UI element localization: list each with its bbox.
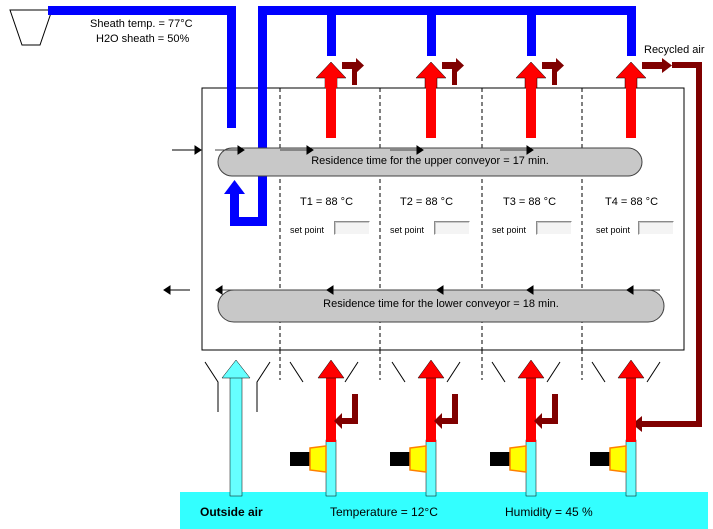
burner-icon xyxy=(390,452,410,466)
zone-1-temp: T1 = 88 °C xyxy=(300,196,354,208)
upper-conveyor xyxy=(217,147,643,177)
heater-columns xyxy=(290,359,645,497)
sheath-pipe xyxy=(48,6,636,226)
zone-4-setpoint-label: set point xyxy=(596,225,631,235)
sheath-temp-label: Sheath temp. = 77°C xyxy=(90,18,193,30)
upper-conveyor-label: Residence time for the upper conveyor = … xyxy=(311,155,549,167)
zone-2-setpoint-input[interactable] xyxy=(434,221,470,235)
sheath-hopper-icon xyxy=(9,9,53,46)
inlet-vanes xyxy=(204,361,661,412)
outside-temperature-label: Temperature = 12°C xyxy=(330,505,438,519)
lower-conveyor-label: Residence time for the lower conveyor = … xyxy=(323,298,559,310)
outside-air-bar xyxy=(180,492,708,529)
burner-icon xyxy=(290,452,310,466)
recycled-air-duct xyxy=(632,62,702,432)
exhaust-arrows xyxy=(315,61,647,89)
arrow-up-icon xyxy=(417,359,445,379)
zone-3-setpoint-input[interactable] xyxy=(536,221,572,235)
arrow-up-icon xyxy=(617,359,645,379)
zone-2-temp: T2 = 88 °C xyxy=(400,196,454,208)
conveyor-direction-arrows xyxy=(163,145,660,295)
burner-icon xyxy=(490,452,510,466)
outside-air-label: Outside air xyxy=(200,505,263,519)
zone-4-temp: T4 = 88 °C xyxy=(605,196,659,208)
zone-3-setpoint-label: set point xyxy=(492,225,527,235)
arrow-up-icon xyxy=(415,61,447,89)
zone-2-setpoint-label: set point xyxy=(390,225,425,235)
arrow-up-icon xyxy=(515,61,547,89)
zone-4-setpoint-input[interactable] xyxy=(638,221,674,235)
recycled-air-label: Recycled air xyxy=(644,44,705,56)
arrow-up-icon xyxy=(615,61,647,89)
burner-icon xyxy=(590,452,610,466)
arrow-up-icon xyxy=(317,359,345,379)
zone-3-temp: T3 = 88 °C xyxy=(503,196,557,208)
outside-air-arrow xyxy=(221,359,251,497)
arrow-up-icon xyxy=(517,359,545,379)
zone-1-setpoint-label: set point xyxy=(290,225,325,235)
outside-humidity-label: Humidity = 45 % xyxy=(505,505,593,519)
zone-1-setpoint-input[interactable] xyxy=(334,221,370,235)
sheath-h2o-label: H2O sheath = 50% xyxy=(96,33,190,45)
arrow-up-icon xyxy=(221,359,251,379)
recycle-arrows-top xyxy=(342,58,672,85)
